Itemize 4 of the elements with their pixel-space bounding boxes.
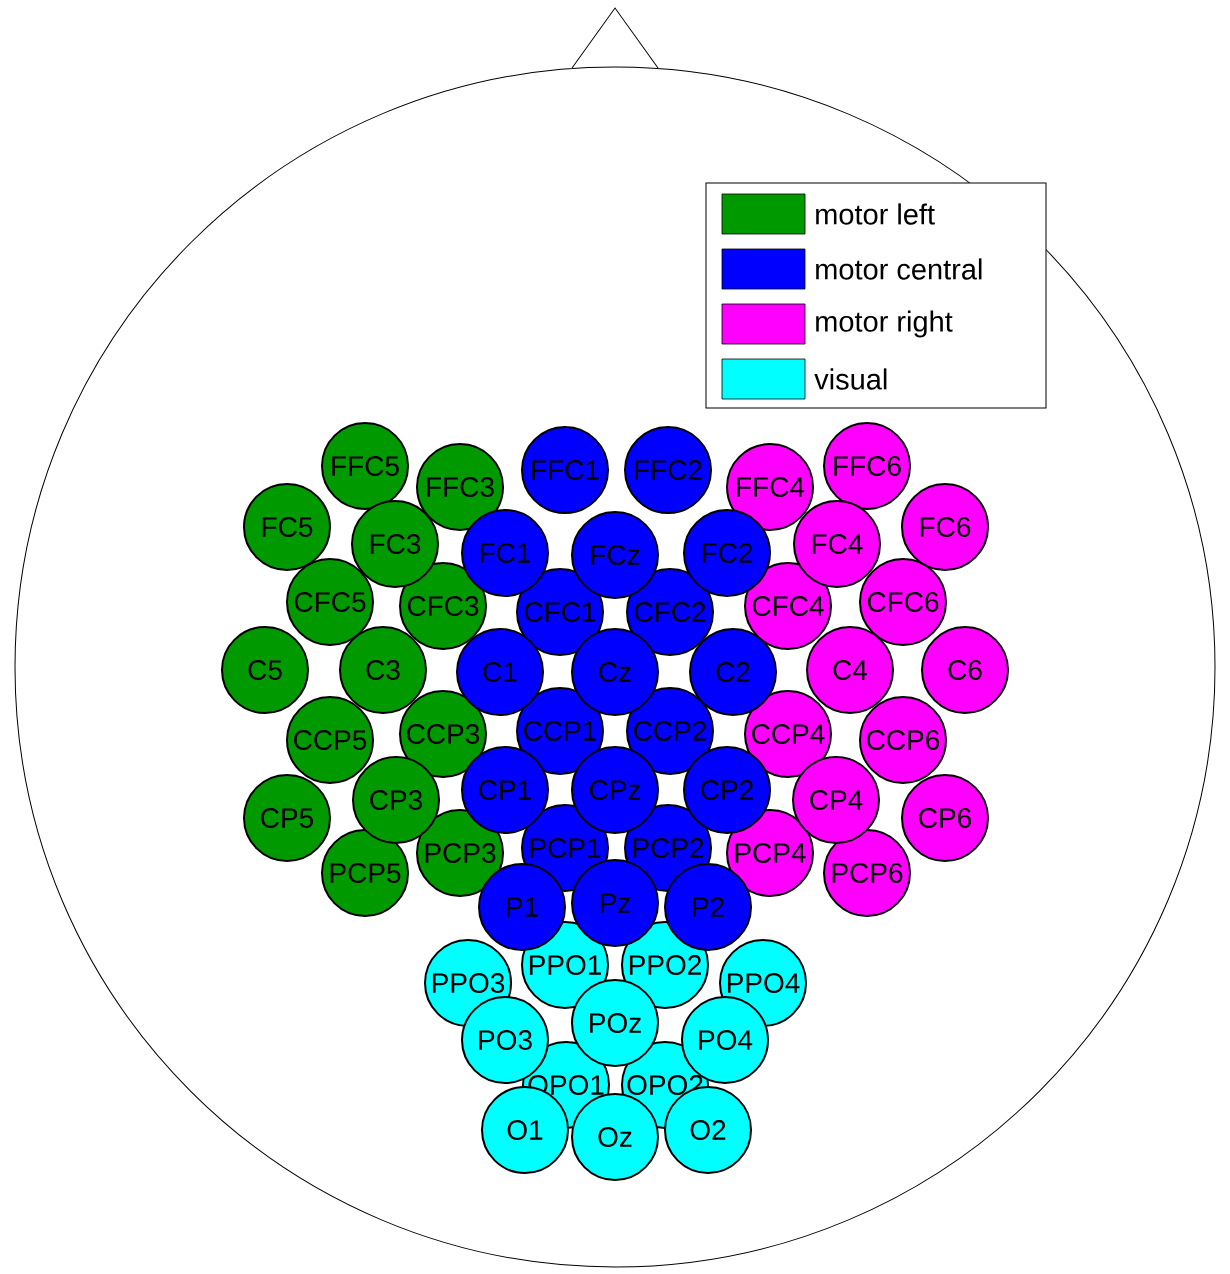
- legend-label: motor central: [816, 258, 982, 280]
- legend-label: motor right: [816, 310, 953, 338]
- legend-label: motor left: [816, 203, 935, 225]
- legend-label: visual: [814, 368, 887, 390]
